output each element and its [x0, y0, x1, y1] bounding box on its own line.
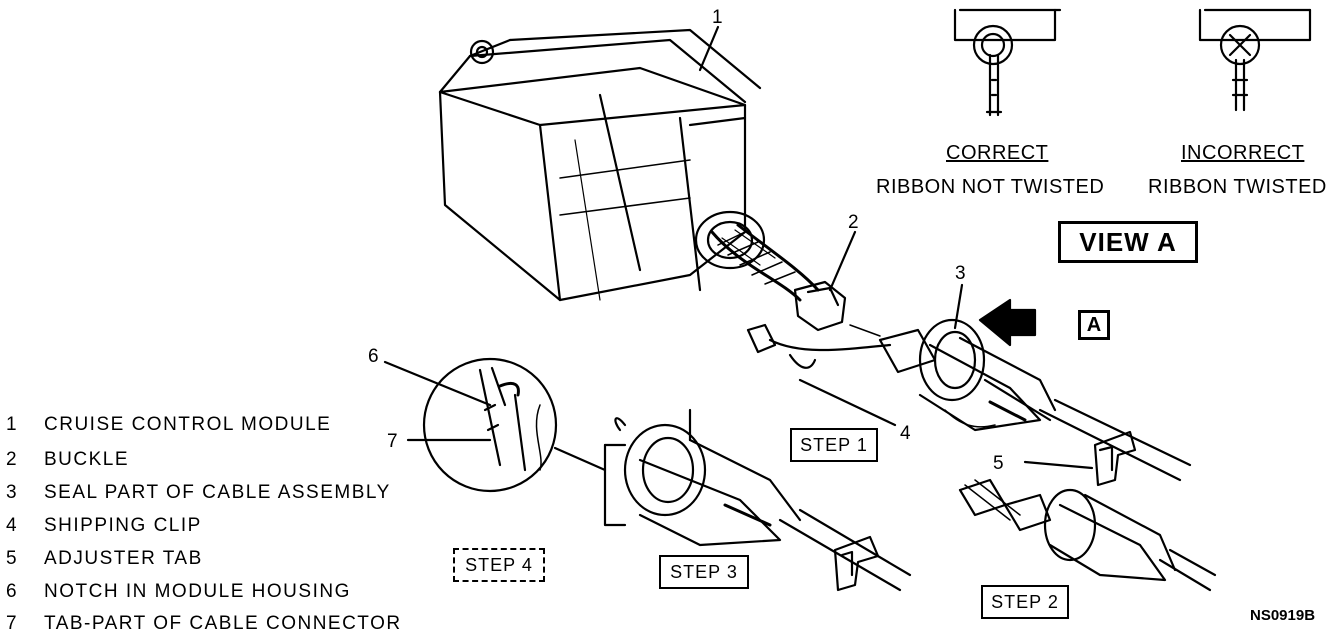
callout-6: 6 — [368, 346, 379, 367]
legend-num-4: 4 — [6, 515, 19, 536]
view-a-correct-subtitle: RIBBON NOT TWISTED — [876, 176, 1105, 198]
step-1-label: STEP 1 — [790, 428, 878, 462]
legend-text-2: BUCKLE — [44, 449, 130, 470]
view-a-correct-drawing — [953, 8, 1062, 117]
leader-2 — [828, 230, 857, 292]
step2-connector-drawing — [958, 478, 1217, 592]
grommet-and-braided-cable — [694, 210, 820, 302]
callout-3: 3 — [955, 263, 966, 284]
insert-direction-arrow — [978, 298, 1037, 347]
legend-num-5: 5 — [6, 548, 19, 569]
legend-num-2: 2 — [6, 449, 19, 470]
step-4-label: STEP 4 — [453, 548, 545, 582]
leader-1 — [698, 25, 720, 72]
legend-text-3: SEAL PART OF CABLE ASSEMBLY — [44, 482, 391, 503]
shipping-clip-drawing — [746, 323, 897, 427]
view-a-label: VIEW A — [1058, 221, 1198, 263]
figure-code: NS0919B — [1250, 607, 1316, 624]
leader-6 — [383, 360, 492, 407]
legend-text-1: CRUISE CONTROL MODULE — [44, 414, 332, 435]
buckle-drawing — [793, 280, 847, 332]
view-a-incorrect-drawing — [1198, 8, 1312, 112]
view-a-marker: A — [1078, 310, 1110, 340]
callout-1: 1 — [712, 7, 723, 28]
legend-num-6: 6 — [6, 581, 19, 602]
legend-num-3: 3 — [6, 482, 19, 503]
adjuster-tab-drawing — [1093, 430, 1137, 487]
leader-5 — [1023, 460, 1094, 470]
view-a-incorrect-subtitle: RIBBON TWISTED — [1148, 176, 1327, 198]
callout-7: 7 — [387, 431, 398, 452]
detail-circle — [422, 357, 607, 493]
view-a-correct-title: CORRECT — [946, 142, 1049, 164]
callout-2: 2 — [848, 212, 859, 233]
callout-5: 5 — [993, 453, 1004, 474]
view-a-incorrect-title: INCORRECT — [1181, 142, 1305, 164]
legend-num-7: 7 — [6, 613, 19, 634]
legend-text-7: TAB-PART OF CABLE CONNECTOR — [44, 613, 402, 634]
leader-3 — [953, 283, 964, 330]
legend-text-4: SHIPPING CLIP — [44, 515, 202, 536]
step-2-label: STEP 2 — [981, 585, 1069, 619]
callout-4: 4 — [900, 423, 911, 444]
legend-num-1: 1 — [6, 414, 19, 435]
legend-text-6: NOTCH IN MODULE HOUSING — [44, 581, 351, 602]
step1-connector-drawing — [878, 318, 1192, 482]
cruise-control-module-drawing — [438, 28, 762, 302]
step-3-label: STEP 3 — [659, 555, 749, 589]
legend-text-5: ADJUSTER TAB — [44, 548, 203, 569]
step3-adjuster-tab-drawing — [833, 535, 880, 592]
